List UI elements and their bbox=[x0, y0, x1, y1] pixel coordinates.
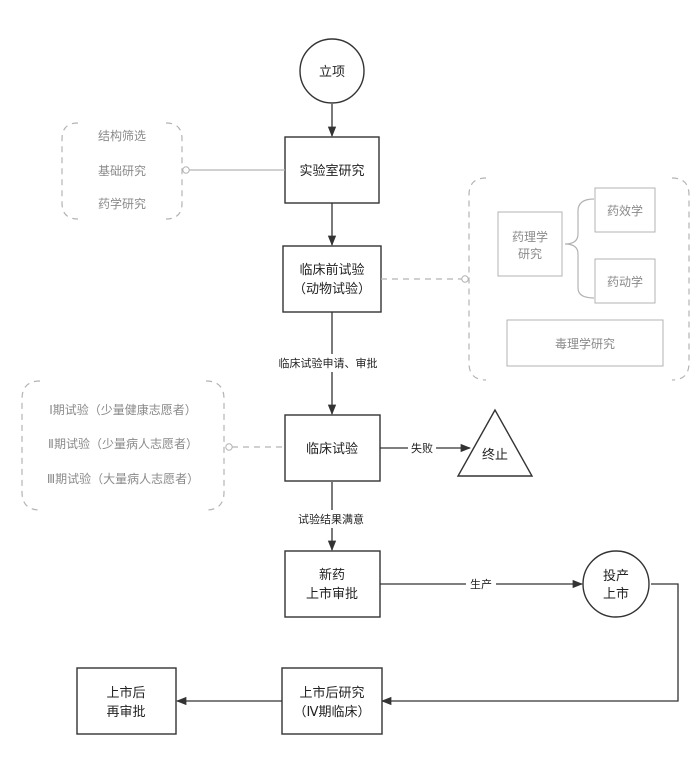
reapproval-label-line1: 上市后 bbox=[106, 685, 145, 701]
reapproval-node bbox=[76, 667, 177, 735]
satisfied-label: 试验结果满意 bbox=[298, 512, 364, 526]
start-node-label: 立项 bbox=[319, 65, 345, 80]
preclinical-node bbox=[282, 245, 382, 313]
toxicology-box bbox=[506, 319, 664, 367]
clinical-phase-1: Ⅰ期试验（少量健康志愿者） bbox=[49, 402, 197, 417]
pharmacology-box bbox=[497, 211, 563, 277]
preclinical-group-bracket-left bbox=[468, 177, 487, 381]
lab-group-bracket-right bbox=[165, 122, 183, 220]
lab-group-item-basic-research: 基础研究 bbox=[98, 163, 146, 178]
efficacy-label: 药效学 bbox=[607, 203, 643, 218]
lab-research-label: 实验室研究 bbox=[299, 163, 364, 179]
clinical-group-connector-dot bbox=[225, 443, 233, 451]
post-market-research-node bbox=[281, 667, 383, 735]
pharmacology-label-line2: 研究 bbox=[518, 246, 542, 261]
application-label: 临床试验申请、审批 bbox=[279, 356, 378, 370]
lab-group-connector-dot bbox=[182, 166, 190, 174]
failure-label: 失败 bbox=[411, 441, 433, 455]
preclinical-label-line2: （动物试验） bbox=[293, 281, 371, 297]
terminate-node bbox=[456, 408, 534, 477]
preclinical-label-line1: 临床前试验 bbox=[299, 262, 364, 278]
reapproval-label-line2: 再审批 bbox=[106, 705, 145, 720]
lab-group-item-pharmaceutical-research: 药学研究 bbox=[98, 196, 146, 211]
clinical-group-bracket-left bbox=[21, 380, 41, 511]
clinical-trial-node bbox=[284, 414, 381, 482]
approval-label-line2: 上市审批 bbox=[306, 586, 358, 602]
clinical-group-bracket-right bbox=[205, 380, 225, 511]
post-market-research-line1: 上市后研究 bbox=[299, 685, 364, 701]
lab-group-item-structure-screening: 结构筛选 bbox=[98, 128, 146, 143]
application-label-bg bbox=[268, 354, 388, 372]
clinical-phase-3: Ⅲ期试验（大量病人志愿者） bbox=[47, 471, 199, 486]
efficacy-box bbox=[594, 187, 656, 233]
lab-group-bracket-left bbox=[61, 122, 79, 220]
pharmacology-curly-brace bbox=[564, 198, 595, 299]
terminate-label: 终止 bbox=[482, 447, 508, 463]
launch-label-line2: 上市 bbox=[603, 586, 629, 602]
preclinical-group-bracket-right bbox=[671, 177, 690, 381]
approval-label-line1: 新药 bbox=[319, 567, 345, 583]
production-label-bg bbox=[466, 576, 496, 592]
clinical-trial-label: 临床试验 bbox=[306, 441, 358, 457]
launch-node bbox=[582, 550, 650, 618]
post-market-research-line2: （Ⅳ期临床） bbox=[294, 705, 371, 720]
edge-launch-to-post-research bbox=[380, 583, 679, 706]
production-label: 生产 bbox=[470, 577, 492, 591]
launch-label-line1: 投产 bbox=[603, 568, 629, 584]
approval-node bbox=[284, 550, 381, 618]
failure-label-bg bbox=[408, 440, 436, 456]
toxicology-label: 毒理学研究 bbox=[555, 336, 615, 351]
kinetics-label: 药动学 bbox=[607, 274, 643, 289]
lab-research-node bbox=[284, 136, 380, 204]
satisfied-label-bg bbox=[287, 510, 375, 528]
preclinical-group-connector-dot bbox=[461, 275, 469, 283]
clinical-phase-2: Ⅱ期试验（少量病人志愿者） bbox=[48, 436, 198, 451]
start-node bbox=[299, 38, 365, 104]
pharmacology-label-line1: 药理学 bbox=[512, 229, 548, 244]
kinetics-box bbox=[594, 258, 656, 304]
